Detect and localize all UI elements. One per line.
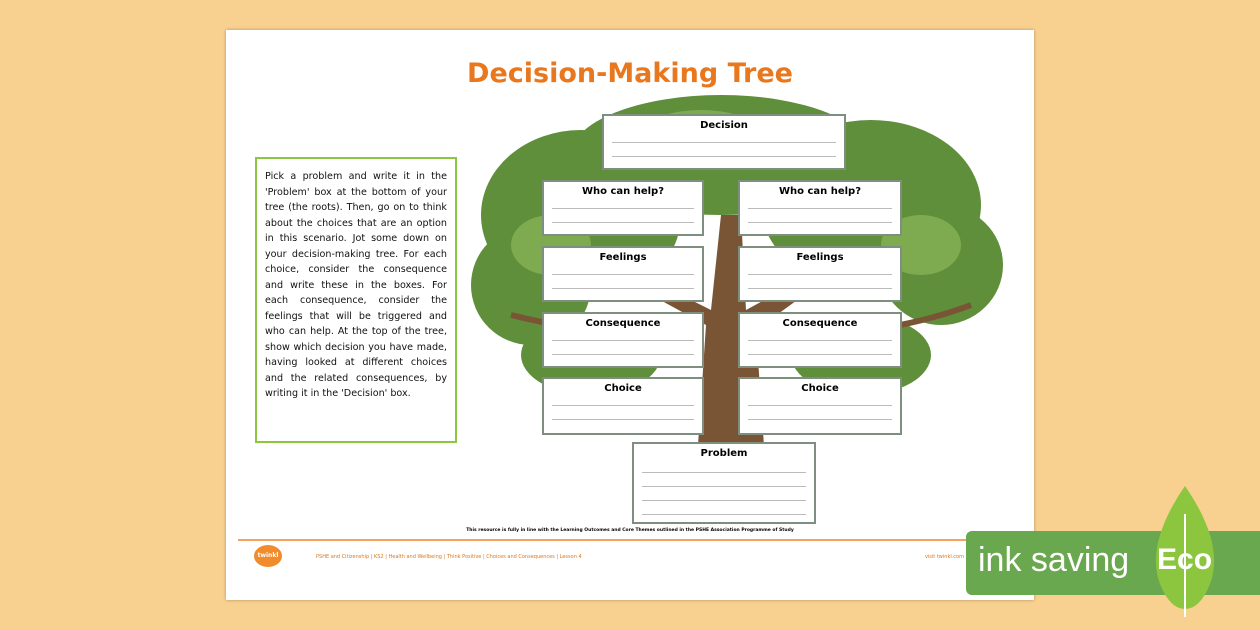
leaf-icon [1155,486,1215,617]
consequence-right-box[interactable]: Consequence [738,312,902,368]
choice-left-label: Choice [604,383,642,394]
who-can-help-right-box[interactable]: Who can help? [738,180,902,236]
ink-saving-label: ink saving [978,541,1130,579]
footer-breadcrumb: PSHE and Citizenship | KS2 | Health and … [316,554,582,560]
who-right-label: Who can help? [778,186,862,197]
who-left-label: Who can help? [581,186,665,197]
consequence-left-box[interactable]: Consequence [542,312,704,368]
problem-label: Problem [700,448,748,459]
page-title: Decision-Making Tree [467,58,793,89]
instructions-box: Pick a problem and write it in the 'Prob… [255,157,457,443]
feelings-right-box[interactable]: Feelings [738,246,902,302]
choice-right-box[interactable]: Choice [738,377,902,435]
decision-label: Decision [700,120,748,131]
decision-box[interactable]: Decision [602,114,846,170]
cons-right-label: Consequence [782,318,858,329]
feelings-left-box[interactable]: Feelings [542,246,704,302]
feel-left-label: Feelings [599,252,647,263]
choice-left-box[interactable]: Choice [542,377,704,435]
choice-right-label: Choice [801,383,839,394]
eco-label: Eco [1157,543,1213,576]
feel-right-label: Feelings [796,252,844,263]
curriculum-note: This resource is fully in line with the … [466,528,794,533]
footer-divider [238,539,1022,541]
problem-box[interactable]: Problem [632,442,816,524]
cons-left-label: Consequence [585,318,661,329]
worksheet-page: Decision-Making Tree Pick a problem and … [226,30,1034,600]
who-can-help-left-box[interactable]: Who can help? [542,180,704,236]
footer-site: visit twinkl.com [924,554,964,560]
twinkl-logo: twinkl [254,545,282,567]
